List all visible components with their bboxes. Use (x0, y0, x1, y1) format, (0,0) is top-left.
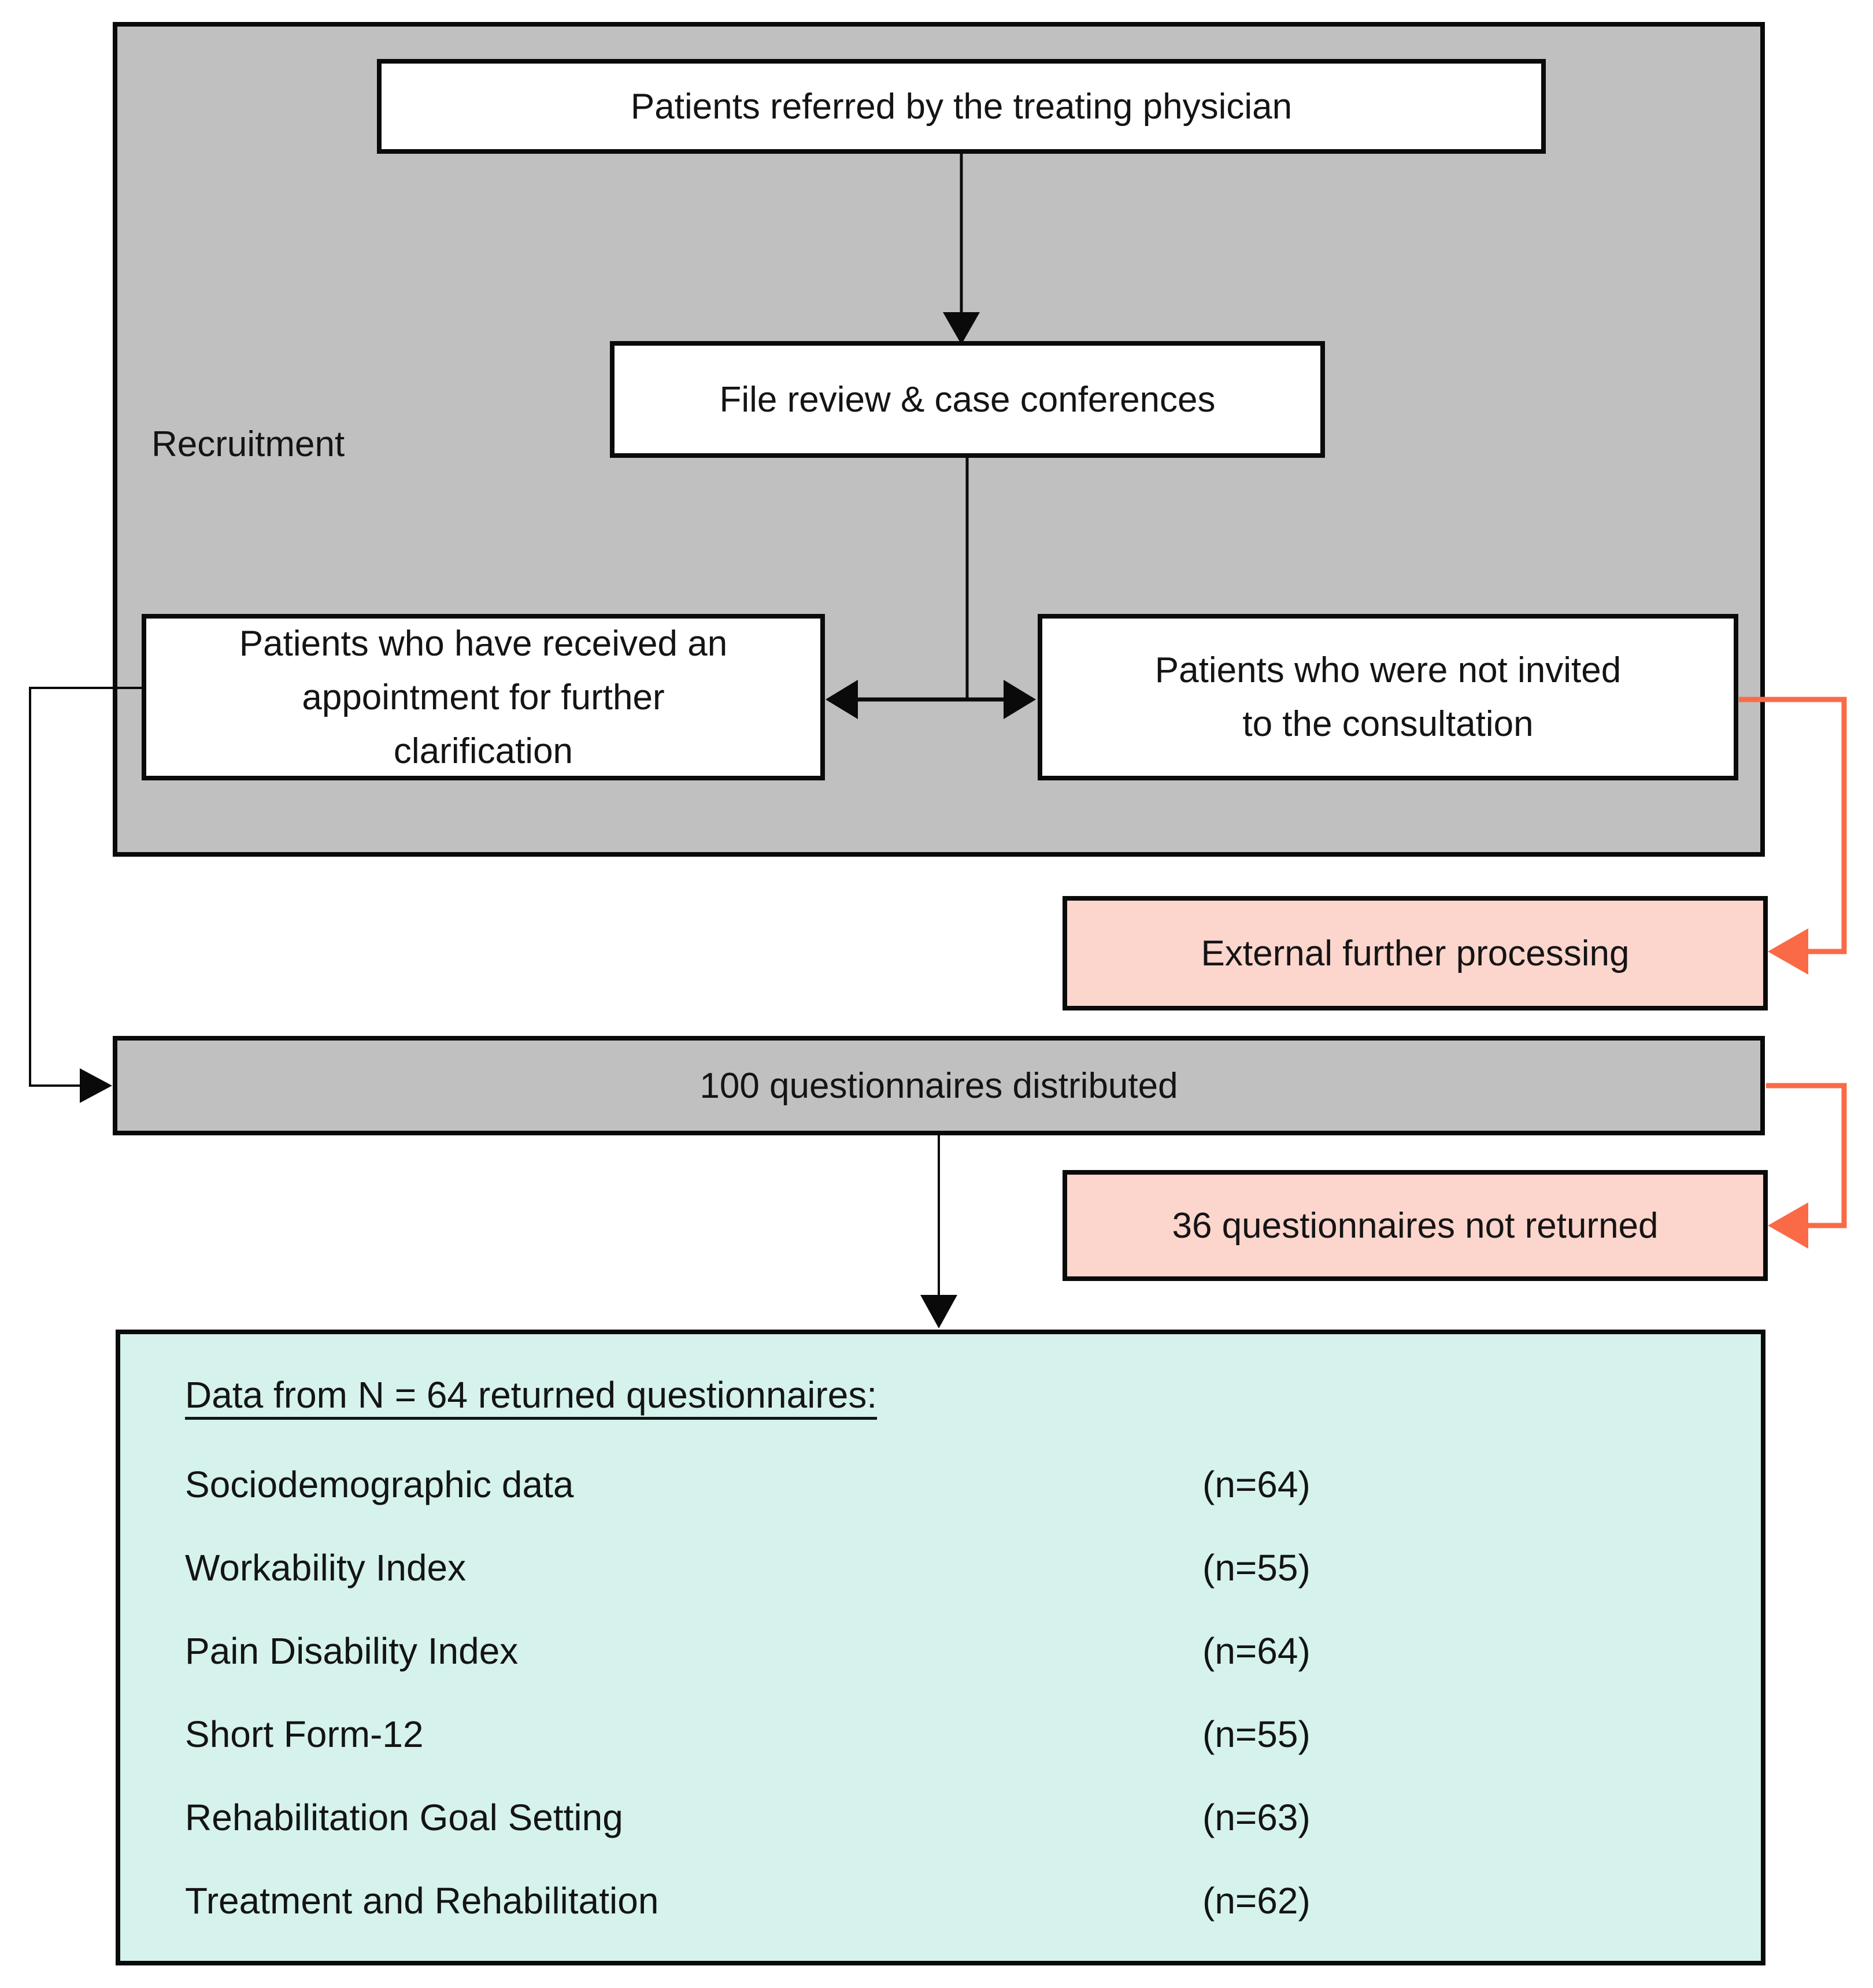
referred-box-text: Patients referred by the treating physic… (630, 86, 1293, 127)
not-invited-box: Patients who were not invited to the con… (1038, 614, 1738, 780)
result-row-goal-setting: Rehabilitation Goal Setting (n=63) (185, 1791, 1311, 1843)
appointment-box: Patients who have received an appointmen… (142, 614, 825, 780)
not-invited-box-line1: Patients who were not invited (1154, 650, 1622, 690)
result-row-workability: Workability Index (n=55) (185, 1542, 1311, 1594)
arrowhead-left-notreturned (1768, 1202, 1808, 1249)
external-processing-text: External further processing (1201, 933, 1630, 973)
results-box: Data from N = 64 returned questionnaires… (116, 1330, 1765, 1965)
result-n: (n=64) (1202, 1630, 1311, 1672)
result-row-pain-disability: Pain Disability Index (n=64) (185, 1625, 1311, 1677)
file-review-box: File review & case conferences (610, 341, 1325, 458)
line-distributed-to-notreturned (1766, 1083, 1847, 1228)
appointment-box-line3: clarification (393, 731, 573, 771)
result-n: (n=64) (1202, 1464, 1311, 1505)
referred-box: Patients referred by the treating physic… (377, 59, 1546, 154)
appointment-box-text: Patients who have received an appointmen… (239, 617, 727, 778)
external-processing-box: External further processing (1063, 896, 1768, 1010)
result-row-sociodemographic: Sociodemographic data (n=64) (185, 1458, 1311, 1511)
result-row-treatment: Treatment and Rehabilitation (n=62) (185, 1875, 1311, 1927)
result-label: Short Form-12 (185, 1713, 424, 1755)
result-row-short-form: Short Form-12 (n=55) (185, 1708, 1311, 1760)
not-returned-box: 36 questionnaires not returned (1063, 1170, 1768, 1281)
not-invited-box-line2: to the consultation (1242, 704, 1534, 744)
result-label: Treatment and Rehabilitation (185, 1880, 659, 1922)
arrowhead-left-external (1768, 928, 1808, 975)
result-n: (n=63) (1202, 1797, 1311, 1838)
result-label: Rehabilitation Goal Setting (185, 1797, 623, 1838)
result-n: (n=55) (1202, 1547, 1311, 1589)
appointment-box-line1: Patients who have received an (239, 623, 728, 664)
arrowhead-right-distributed (80, 1068, 112, 1103)
distributed-bar: 100 questionnaires distributed (113, 1036, 1765, 1135)
result-label: Sociodemographic data (185, 1464, 574, 1505)
result-n: (n=55) (1202, 1713, 1311, 1755)
file-review-box-text: File review & case conferences (719, 379, 1216, 420)
result-label: Pain Disability Index (185, 1630, 519, 1672)
results-title: Data from N = 64 returned questionnaires… (185, 1374, 878, 1416)
result-label: Workability Index (185, 1547, 467, 1589)
recruitment-label: Recruitment (151, 424, 345, 464)
result-n: (n=62) (1202, 1880, 1311, 1922)
arrowhead-down-results (920, 1295, 957, 1328)
distributed-bar-text: 100 questionnaires distributed (699, 1065, 1178, 1106)
appointment-box-line2: appointment for further (302, 677, 665, 717)
not-invited-box-text: Patients who were not invited to the con… (1155, 643, 1621, 751)
not-returned-text: 36 questionnaires not returned (1172, 1205, 1659, 1246)
